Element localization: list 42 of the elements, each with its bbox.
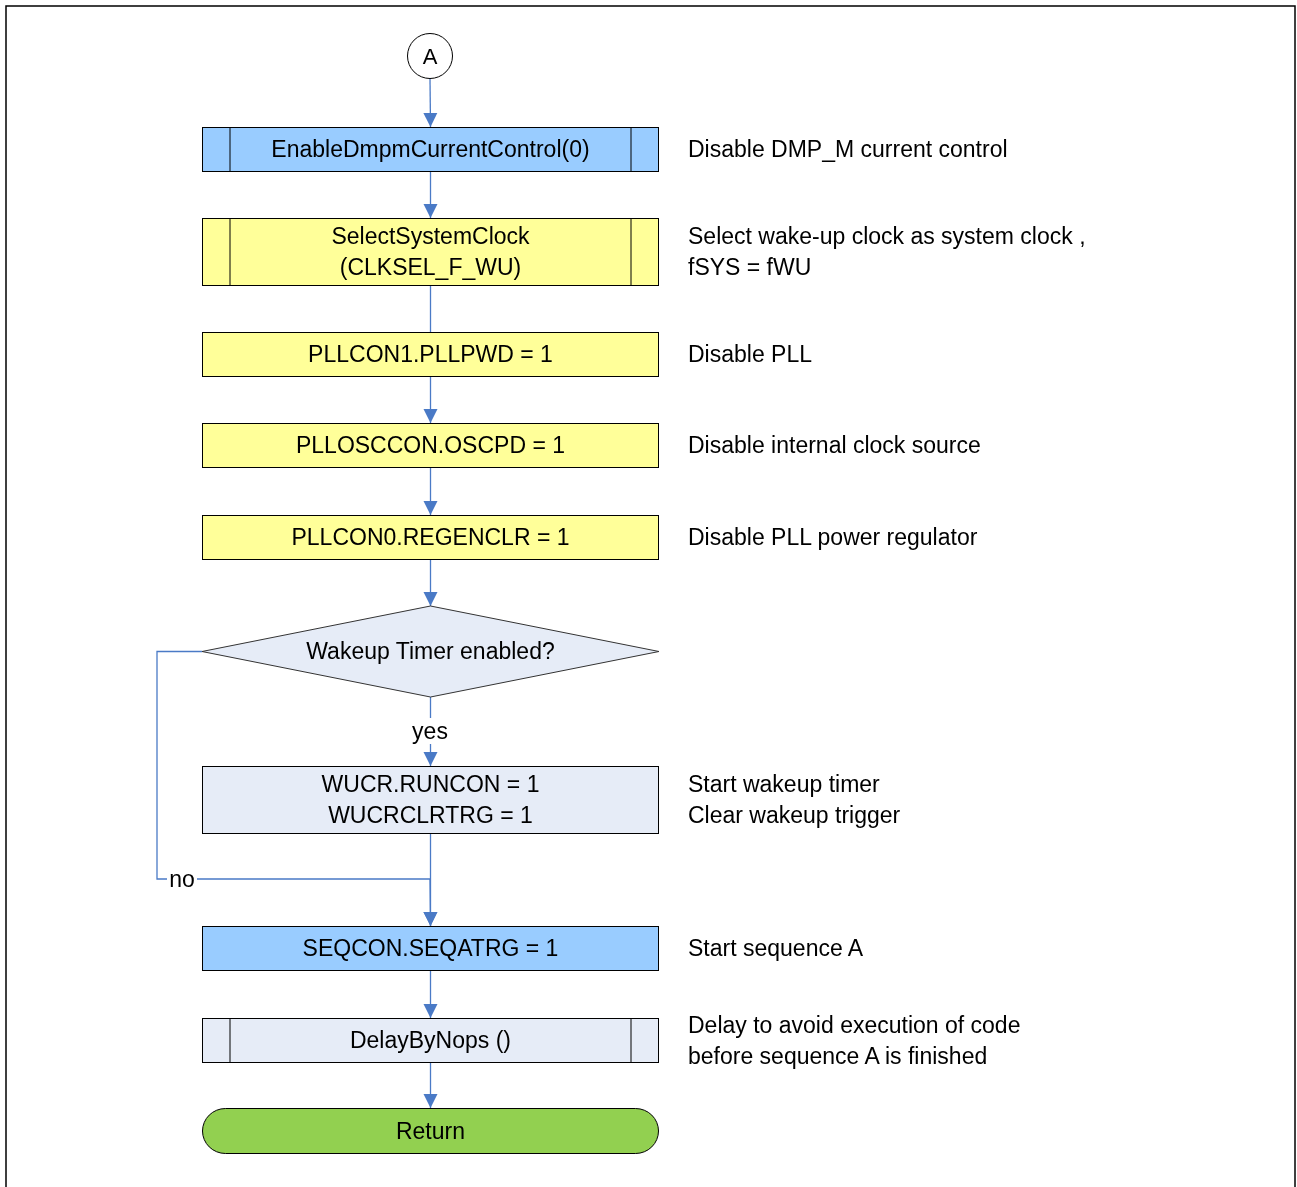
annotation-text: Start sequence A: [688, 934, 864, 963]
arrow: [423, 970, 438, 1019]
terminator-pill: [202, 1108, 659, 1154]
annotation-text: Disable PLL: [688, 340, 813, 369]
node-text: DelayByNops (): [349, 1026, 511, 1055]
node-text: SelectSystemClock (CLKSEL_F_WU): [330, 222, 531, 282]
decision-diamond: [202, 606, 659, 697]
subroutine-box: [202, 218, 659, 286]
annotation-text: Disable internal clock source: [688, 431, 981, 460]
arrow: [423, 467, 438, 516]
node-text: WUCR.RUNCON = 1: [321, 770, 540, 799]
node-text: Wakeup Timer enabled?: [306, 637, 555, 666]
process-box: [202, 766, 659, 834]
node-text: A: [422, 42, 438, 71]
annotation-text: Start wakeup timer: [688, 770, 881, 799]
arrow: [423, 78, 438, 128]
node-text: PLLCON0.REGENCLR = 1: [291, 523, 570, 552]
process-box: [202, 423, 659, 468]
connector-circle: [407, 33, 453, 79]
edge-label: yes: [410, 718, 450, 744]
arrow: [156, 650, 438, 927]
subroutine-box: [202, 1018, 659, 1063]
node-text: SEQCON.SEQATRG = 1: [302, 934, 559, 963]
subroutine-box: [202, 127, 659, 172]
node-text: PLLCON1.PLLPWD = 1: [308, 340, 553, 369]
node-text: PLLOSCCON.OSCPD = 1: [295, 431, 566, 460]
annotation-text: Clear wakeup trigger: [688, 801, 901, 830]
process-box: [202, 515, 659, 560]
process-box: [202, 332, 659, 377]
annotation-text: Delay to avoid execution of code before sequence A is finished: [688, 1010, 1022, 1071]
arrow: [423, 559, 438, 607]
node-text: EnableDmpmCurrentControl(0): [271, 135, 590, 164]
node-text: Return: [395, 1116, 465, 1146]
annotation-text: Disable PLL power regulator: [688, 523, 978, 552]
arrow: [423, 171, 438, 219]
node-text: WUCRCLRTRG = 1: [328, 801, 533, 830]
process-box: [202, 926, 659, 971]
connector-line: [429, 285, 432, 333]
annotation-text: Select wake-up clock as system clock , fSYS = fWU: [688, 222, 1087, 282]
annotation-text: Disable DMP_M current control: [688, 135, 1008, 164]
arrow: [423, 376, 438, 424]
arrow: [423, 1062, 438, 1109]
